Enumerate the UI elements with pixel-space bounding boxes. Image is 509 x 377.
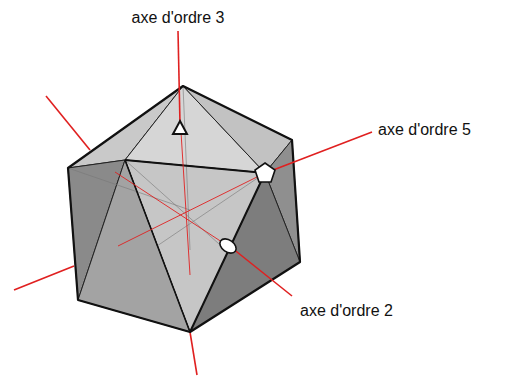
axis-label: axe d'ordre 2 [300, 301, 393, 320]
triangle-symbol [173, 121, 187, 134]
icosahedron-faces [68, 86, 300, 332]
outline [68, 86, 300, 332]
axis-line [181, 132, 190, 275]
axis-line [46, 96, 90, 150]
axis-line [268, 132, 372, 172]
pentagon-symbol [255, 163, 275, 182]
axis-label: axe d'ordre 3 [132, 8, 225, 27]
ellipse-symbol [217, 236, 239, 256]
axis-line [190, 332, 197, 375]
front-edge [125, 160, 190, 332]
front-edge [125, 160, 265, 173]
front-edge [190, 173, 265, 332]
axis-line [115, 172, 228, 246]
axis-line [118, 173, 265, 246]
axis-line [178, 31, 180, 124]
axis-label: axe d'ordre 5 [378, 120, 471, 139]
axis-line [232, 248, 292, 296]
axis-line [14, 266, 74, 290]
